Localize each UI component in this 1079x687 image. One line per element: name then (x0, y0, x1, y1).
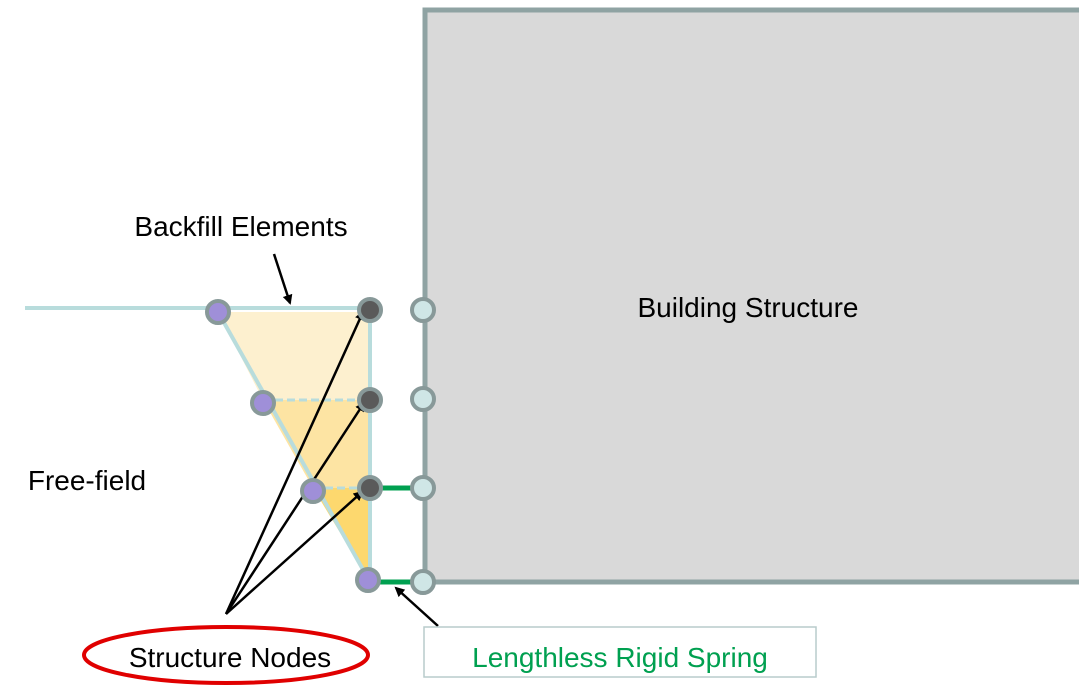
structure-node (357, 297, 383, 323)
backfill-slope-edge (216, 311, 372, 583)
spring-arrow (394, 586, 439, 627)
backfill-layer-middle (263, 400, 370, 488)
building-structure-label: Building Structure (637, 292, 858, 323)
structure-node-arrow (225, 490, 364, 615)
wall-node (410, 297, 436, 323)
structure-node (357, 387, 383, 413)
backfill-node (355, 567, 381, 593)
wall-node (410, 475, 436, 501)
free-field-label: Free-field (28, 465, 146, 496)
backfill-elements-label: Backfill Elements (134, 211, 347, 242)
spring-label-box (423, 626, 817, 678)
spring-label: Lengthless Rigid Spring (472, 642, 768, 673)
wall-node (410, 569, 436, 595)
backfill-arrow (272, 253, 293, 305)
structure-node (357, 475, 383, 501)
building-structure (422, 7, 1079, 585)
structure-nodes-label: Structure Nodes (129, 642, 331, 673)
wall-node (410, 386, 436, 412)
backfill-node (250, 390, 276, 416)
structure-nodes-highlight (82, 625, 370, 685)
structure-node-arrow (224, 310, 365, 615)
structure-node-arrow (224, 401, 366, 615)
backfill-node (300, 478, 326, 504)
backfill-node (205, 299, 231, 325)
